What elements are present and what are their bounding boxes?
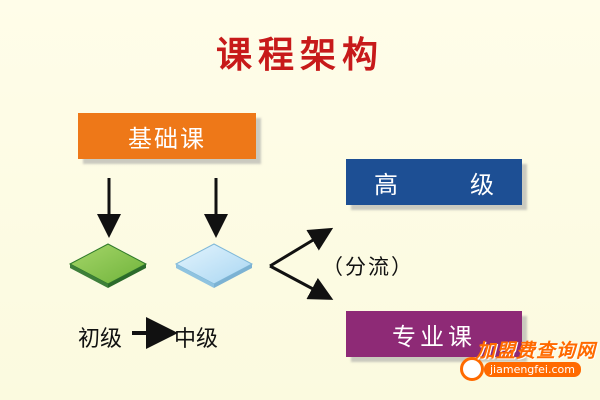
intermediate-label: 中级 — [174, 327, 219, 352]
level-progression: 初级 中级 — [78, 321, 218, 353]
beginner-label: 初级 — [78, 327, 123, 352]
split-label: （分流） — [322, 255, 414, 279]
advanced-course-box: 高 级 — [346, 159, 522, 205]
watermark-domain: jiamengfei.com — [484, 362, 581, 377]
basic-course-label: 基础课 — [128, 124, 206, 153]
intermediate-tile — [174, 243, 254, 288]
watermark-brand: 加盟费查询网 — [476, 340, 597, 362]
basic-course-box: 基础课 — [78, 113, 256, 159]
advanced-course-label: 高 级 — [374, 170, 518, 199]
magnifier-icon — [460, 357, 484, 381]
professional-course-box: 专业课 — [346, 311, 522, 357]
beginner-tile — [68, 243, 148, 288]
professional-course-label: 专业课 — [392, 322, 476, 351]
arrow-to-advanced — [269, 227, 334, 268]
arrow-to-professional — [269, 264, 334, 300]
page-title: 课程架构 — [215, 35, 384, 76]
